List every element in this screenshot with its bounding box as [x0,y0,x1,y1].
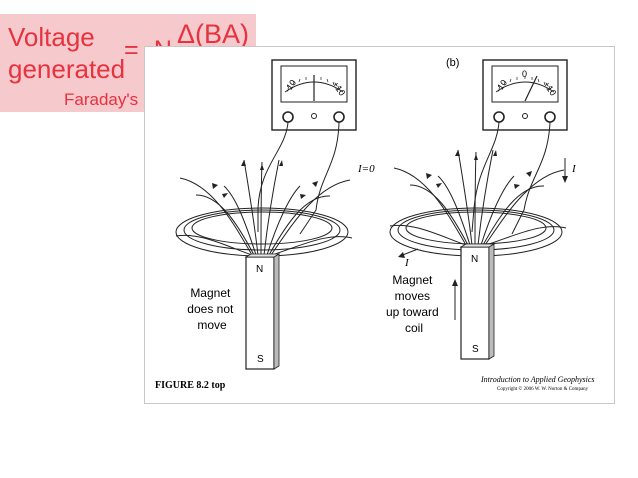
right-caption-line1: Magnet [392,273,433,287]
left-wire-2 [299,121,340,235]
left-field-arrows [212,160,318,199]
left-caption: Magnet does not move [187,286,236,332]
right-current-bottom: I [398,248,419,269]
left-caption-line3: move [197,318,227,332]
right-meter-terminal-left [493,111,505,123]
right-current-top-label: I [571,163,577,175]
formula-lhs-line2: generated [8,54,126,84]
right-caption: Magnet moves up toward coil [386,273,442,335]
panel-b-label: (b) [446,57,459,69]
left-caption-line1: Magnet [190,286,231,300]
right-meter-terminal-right [544,111,556,123]
right-caption-line4: coil [405,321,423,335]
right-meter-needle [524,75,538,102]
right-meter-face [491,65,559,103]
right-meter-tick-zero: 0 [522,69,527,79]
left-meter-terminal-left [282,111,294,123]
right-meter-screw [522,113,528,119]
right-current-bottom-label: I [404,257,410,269]
right-caption-line3: up toward [386,305,439,319]
left-wire-1 [257,121,289,232]
right-caption-line2: moves [395,289,430,303]
right-current-top: I [562,158,577,183]
formula-lhs-line1: Voltage [8,22,95,52]
left-galvanometer: -10 +10 [271,59,357,131]
magnet-motion-arrow [452,279,458,320]
formula-numerator: Δ(BA) [177,19,250,49]
right-wire-1 [471,121,500,233]
right-magnet: N S [459,243,496,360]
right-galvanometer: -10 0 +10 [482,59,568,131]
credit-copyright: Copyright © 2006 W. W. Norton & Company [497,386,589,392]
left-magnet: N S [244,253,281,370]
right-field-lines [389,149,567,246]
left-current-label: I=0 [357,163,375,175]
right-field-arrows [426,150,532,189]
left-field-lines [175,159,353,256]
figure-label: FIGURE 8.2 top [155,380,226,391]
right-magnet-south-label: S [472,344,479,355]
left-coil [175,207,349,257]
left-meter-terminal-right [333,111,345,123]
left-meter-screw [311,113,317,119]
left-magnet-north-label: N [256,264,263,275]
credit-title: Introduction to Applied Geophysics [480,375,595,384]
left-caption-line2: does not [187,302,234,316]
right-magnet-north-label: N [471,254,478,265]
right-wire-2 [511,121,551,235]
left-magnet-south-label: S [257,354,264,365]
